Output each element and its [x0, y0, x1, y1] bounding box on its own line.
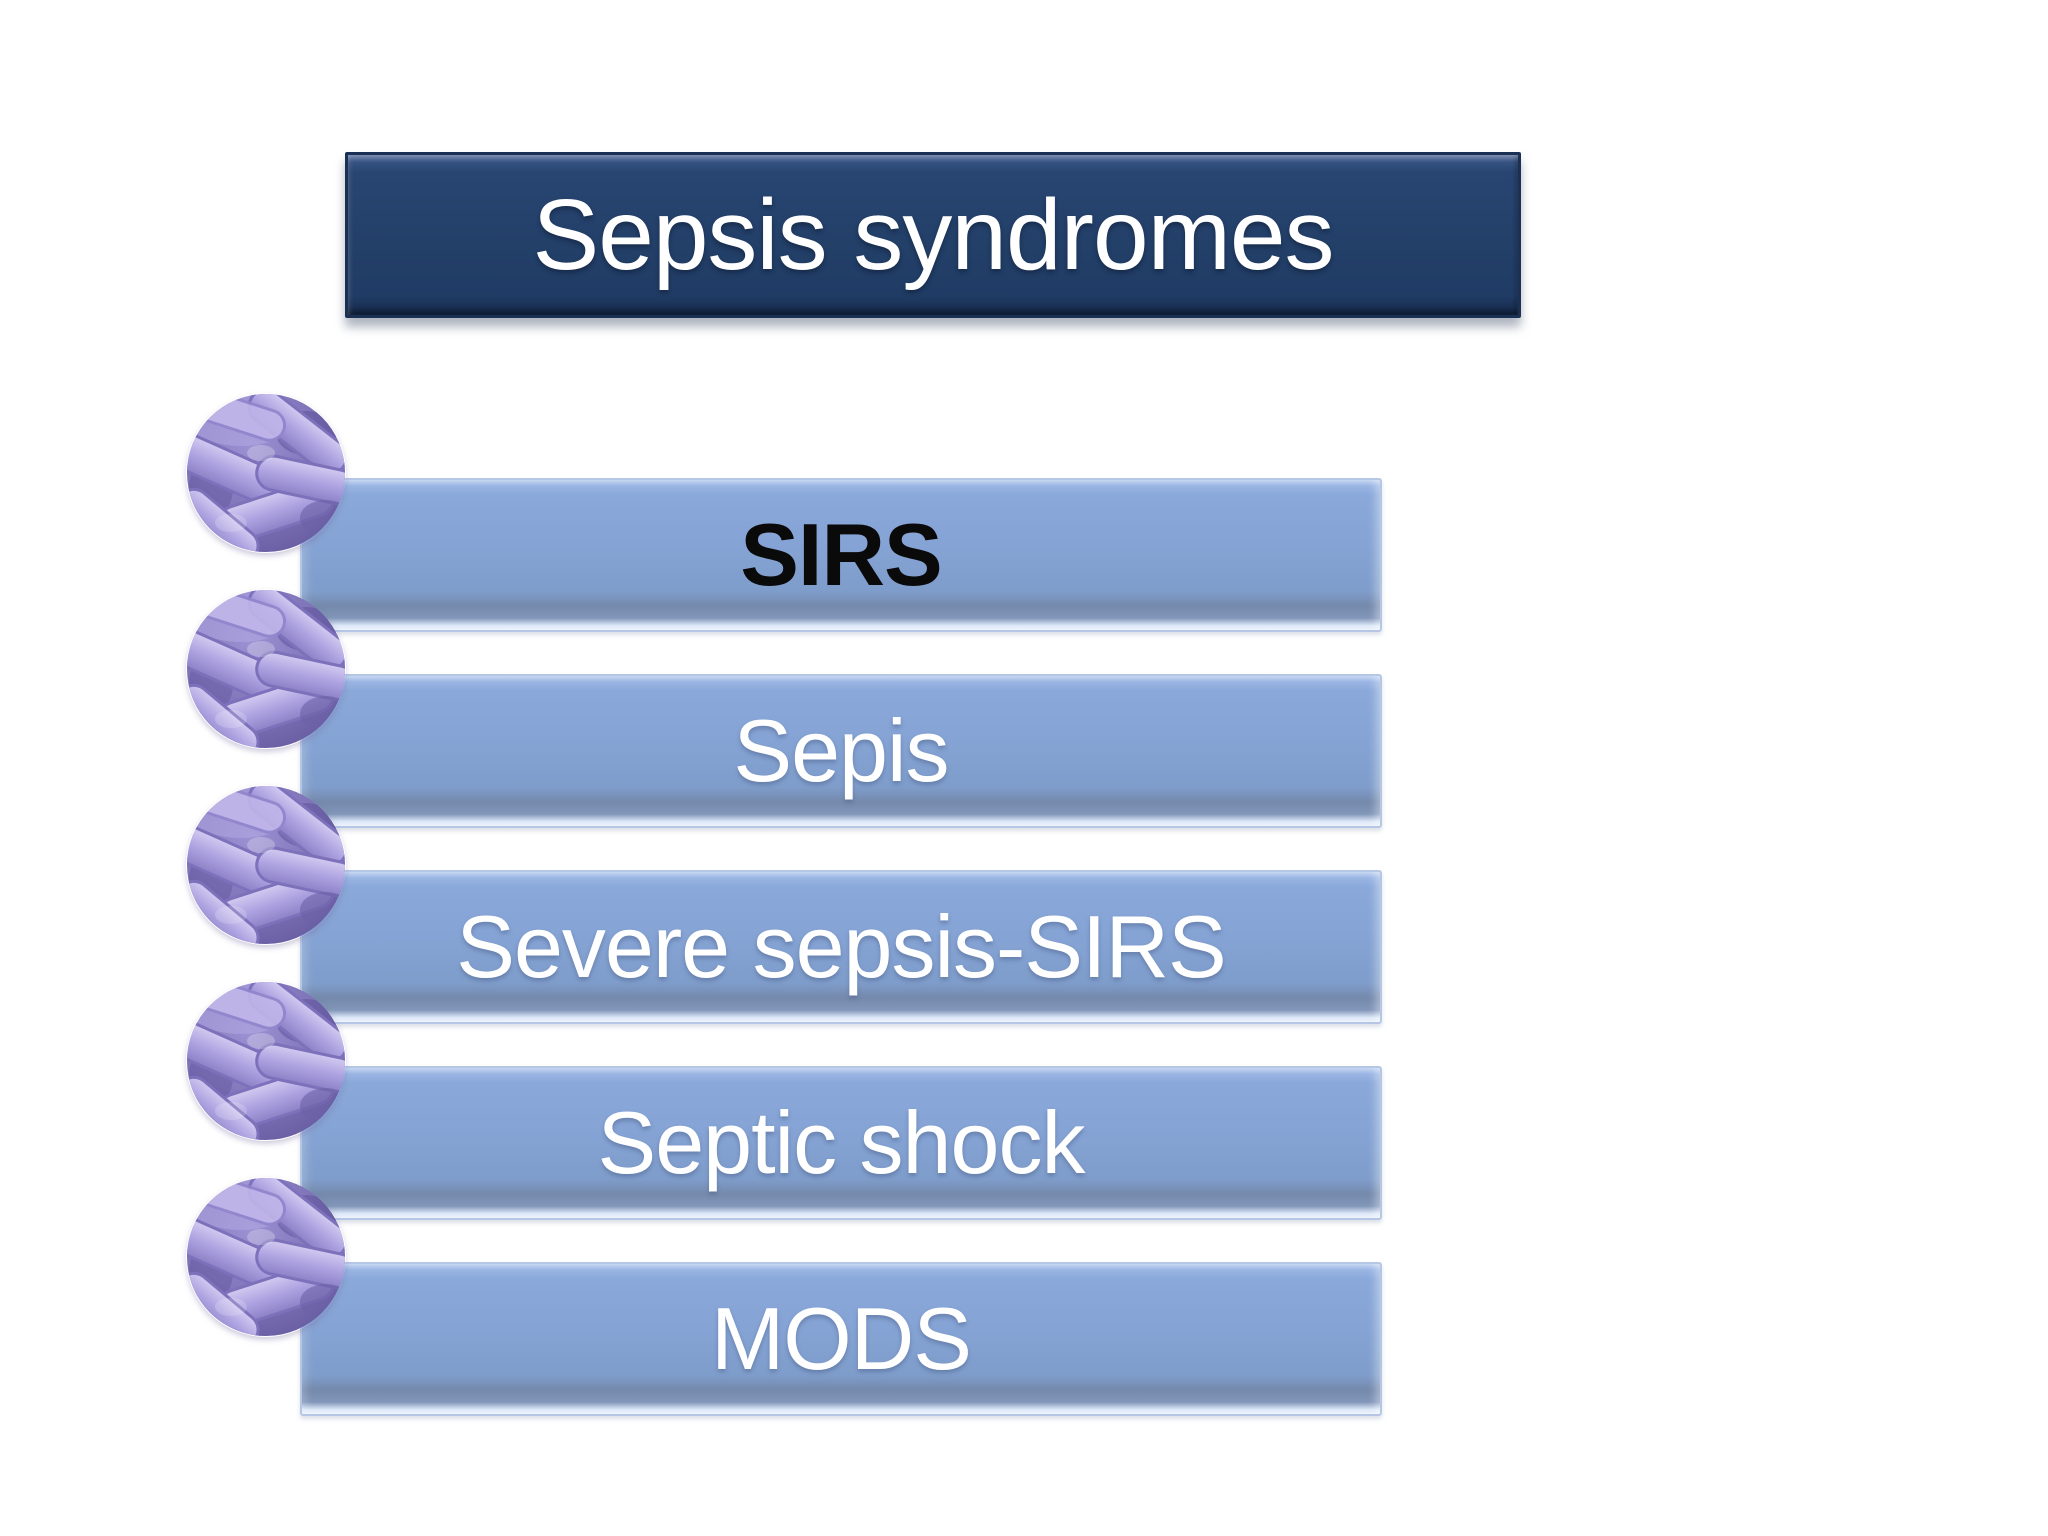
list-label-septic-shock: Septic shock	[597, 1093, 1086, 1192]
slide-title: Sepsis syndromes	[532, 178, 1335, 291]
list-label-mods: MODS	[711, 1289, 972, 1388]
list-label-sirs: SIRS	[740, 505, 942, 604]
list-bar-severe-sepsis: Severe sepsis-SIRS	[300, 870, 1382, 1024]
title-box: Sepsis syndromes	[345, 152, 1521, 318]
list-bar-mods: MODS	[300, 1262, 1382, 1416]
list-bar-sepis: Sepis	[300, 674, 1382, 828]
bacteria-photo-icon	[186, 1177, 346, 1337]
list-label-sepis: Sepis	[733, 701, 949, 800]
list-bar-sirs: SIRS	[300, 478, 1382, 632]
bacteria-photo-icon	[186, 393, 346, 553]
list-bar-septic-shock: Septic shock	[300, 1066, 1382, 1220]
bacteria-photo-icon	[186, 981, 346, 1141]
bacteria-photo-icon	[186, 785, 346, 945]
list-label-severe-sepsis: Severe sepsis-SIRS	[456, 897, 1226, 996]
bacteria-photo-icon	[186, 589, 346, 749]
